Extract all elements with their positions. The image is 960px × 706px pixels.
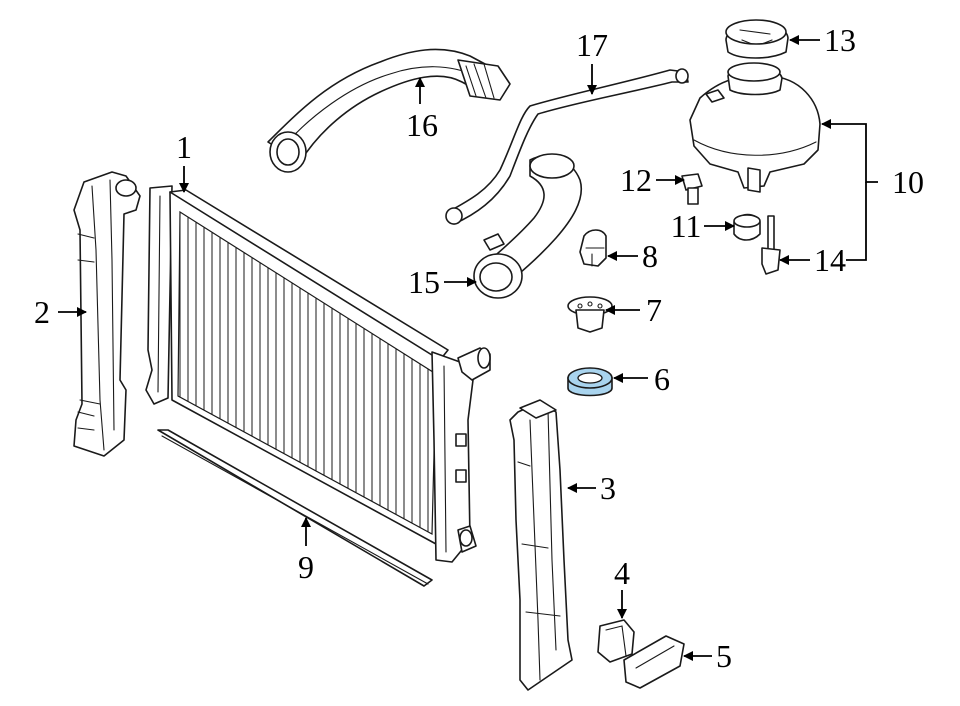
part-7-mount-bushing[interactable] bbox=[567, 296, 613, 333]
callout-2: 2 bbox=[34, 294, 50, 330]
part-5-bracket[interactable] bbox=[623, 635, 685, 689]
part-1-radiator[interactable] bbox=[145, 185, 491, 563]
callout-7: 7 bbox=[646, 292, 662, 328]
part-2-left-air-deflector[interactable] bbox=[73, 171, 141, 457]
callout-13: 13 bbox=[824, 22, 856, 58]
part-9-lower-seal-strip[interactable] bbox=[157, 429, 433, 587]
callout-6: 6 bbox=[654, 361, 670, 397]
callout-5: 5 bbox=[716, 638, 732, 674]
leader-lines bbox=[58, 35, 878, 661]
callout-11: 11 bbox=[671, 208, 702, 244]
callout-15: 15 bbox=[408, 264, 440, 300]
part-4-bracket[interactable] bbox=[597, 619, 635, 663]
part-3-right-air-deflector[interactable] bbox=[509, 399, 573, 691]
callout-labels: 1 2 3 4 5 6 7 8 9 10 11 12 13 14 15 16 1… bbox=[34, 22, 924, 674]
callout-9: 9 bbox=[298, 549, 314, 585]
part-8-fitting[interactable] bbox=[579, 229, 607, 267]
part-17-overflow-pipe[interactable] bbox=[445, 68, 689, 225]
callout-8: 8 bbox=[642, 238, 658, 274]
callout-17: 17 bbox=[576, 27, 608, 63]
callout-3: 3 bbox=[600, 470, 616, 506]
part-11-grommet[interactable] bbox=[733, 213, 761, 241]
callout-1: 1 bbox=[176, 129, 192, 165]
part-14-sensor[interactable] bbox=[761, 215, 781, 275]
callout-4: 4 bbox=[614, 555, 630, 591]
part-13-cap[interactable] bbox=[725, 19, 789, 59]
callout-12: 12 bbox=[620, 162, 652, 198]
part-12-bolt[interactable] bbox=[681, 173, 703, 205]
part-10-expansion-tank[interactable] bbox=[689, 62, 821, 193]
callout-16: 16 bbox=[406, 107, 438, 143]
callout-10: 10 bbox=[892, 164, 924, 200]
part-15-lower-hose[interactable] bbox=[473, 153, 583, 299]
part-16-upper-hose[interactable] bbox=[267, 48, 511, 173]
part-6-grommet-highlighted[interactable] bbox=[567, 367, 613, 397]
callout-14: 14 bbox=[814, 242, 846, 278]
